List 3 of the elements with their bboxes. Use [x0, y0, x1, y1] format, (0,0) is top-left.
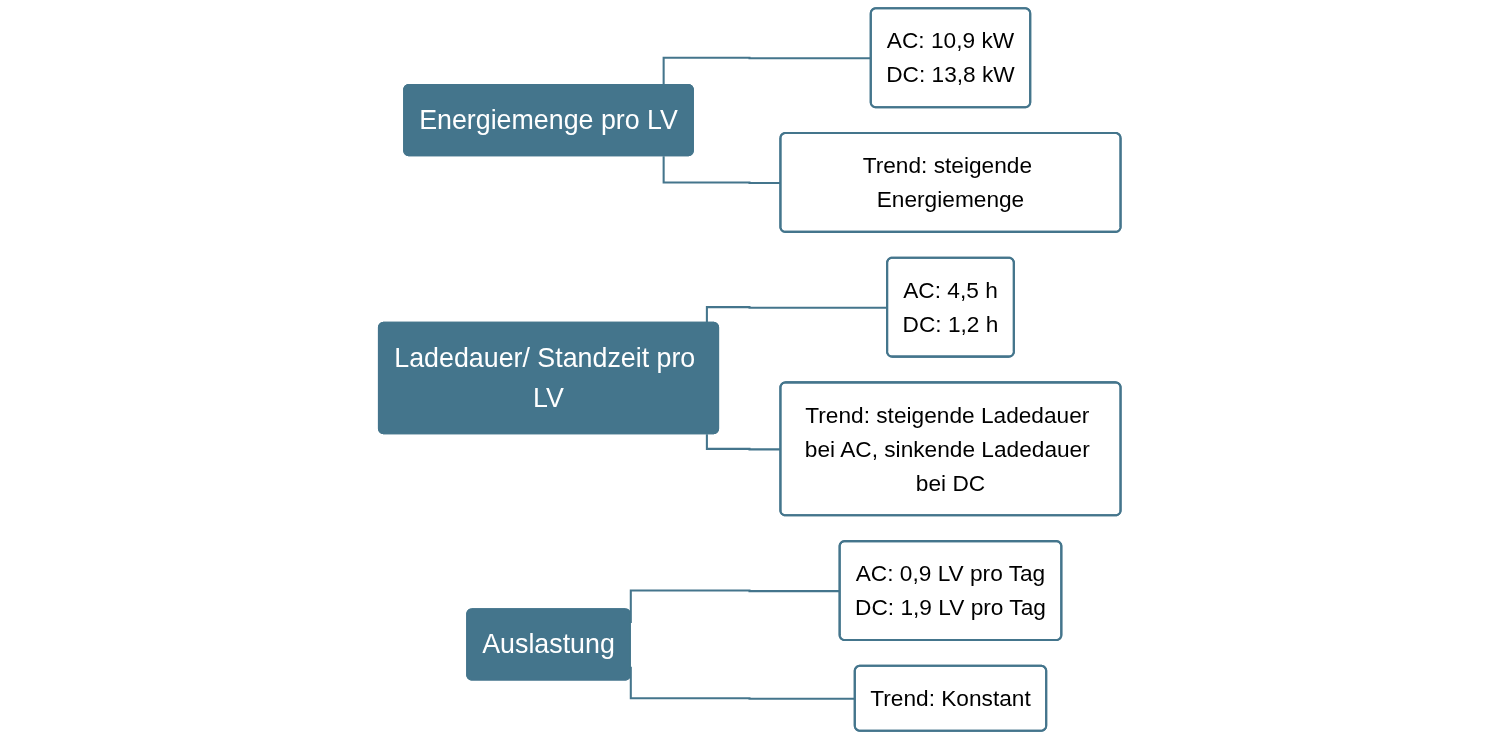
connector: [662, 156, 781, 184]
connector: [705, 434, 781, 451]
connector: [705, 306, 888, 323]
